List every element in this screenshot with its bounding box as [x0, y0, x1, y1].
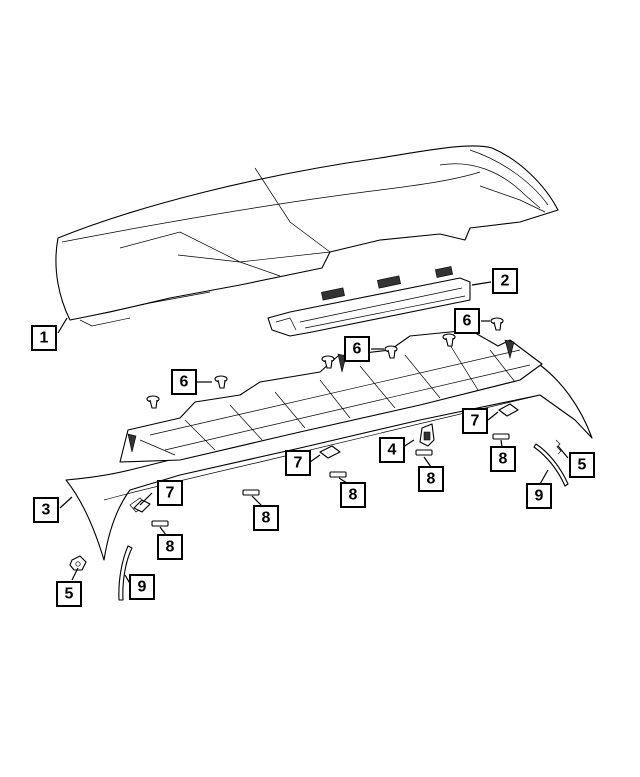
svg-text:5: 5 — [578, 457, 587, 474]
spoiler-shell — [55, 145, 559, 327]
callout-9-left: 9 — [129, 574, 155, 600]
svg-text:8: 8 — [262, 510, 271, 527]
callout-6-middle: 6 — [344, 336, 370, 362]
svg-text:3: 3 — [42, 502, 51, 519]
part-7-pads — [133, 403, 519, 513]
callout-5-left: 5 — [56, 581, 82, 607]
callout-6-right: 6 — [454, 308, 480, 334]
callout-2: 2 — [492, 268, 518, 294]
part-6-pins — [146, 317, 504, 409]
pin — [490, 317, 504, 331]
part-9-seals — [118, 443, 569, 601]
callout-1: 1 — [31, 325, 57, 351]
pin — [146, 395, 160, 409]
svg-text:7: 7 — [471, 413, 480, 430]
part-5-spring-right — [555, 439, 562, 455]
svg-text:9: 9 — [138, 579, 147, 596]
svg-text:7: 7 — [294, 455, 303, 472]
callout-7-right: 7 — [462, 408, 488, 434]
svg-text:2: 2 — [501, 273, 510, 290]
svg-text:4: 4 — [388, 442, 397, 459]
callout-8-left: 8 — [253, 505, 279, 531]
leader-lines — [57, 281, 569, 588]
callout-8-middle: 8 — [340, 482, 366, 508]
callout-7-middle: 7 — [285, 450, 311, 476]
pin — [442, 333, 456, 347]
svg-text:6: 6 — [180, 374, 189, 391]
svg-text:9: 9 — [535, 488, 544, 505]
part-8-strips — [151, 433, 510, 527]
callout-9-right: 9 — [526, 483, 552, 509]
svg-text:6: 6 — [353, 341, 362, 358]
brake-lamp — [267, 266, 471, 337]
svg-text:5: 5 — [65, 586, 74, 603]
callout-4: 4 — [379, 437, 405, 463]
svg-text:8: 8 — [349, 487, 358, 504]
pin — [321, 355, 335, 369]
callout-8-far-left: 8 — [157, 534, 183, 560]
callout-6-left: 6 — [171, 369, 197, 395]
svg-text:7: 7 — [166, 485, 175, 502]
callout-3: 3 — [33, 497, 59, 523]
pin — [384, 345, 398, 359]
svg-text:8: 8 — [166, 539, 175, 556]
pin — [214, 375, 228, 389]
svg-text:1: 1 — [40, 330, 49, 347]
callout-8-far-right: 8 — [490, 446, 516, 472]
callout-8-right: 8 — [418, 466, 444, 492]
callout-7-left: 7 — [157, 480, 183, 506]
svg-text:6: 6 — [463, 313, 472, 330]
svg-text:8: 8 — [499, 451, 508, 468]
part-4-bracket — [419, 423, 435, 447]
callout-5-right: 5 — [569, 452, 595, 478]
part-5-nut-left — [69, 555, 87, 571]
svg-text:8: 8 — [427, 471, 436, 488]
